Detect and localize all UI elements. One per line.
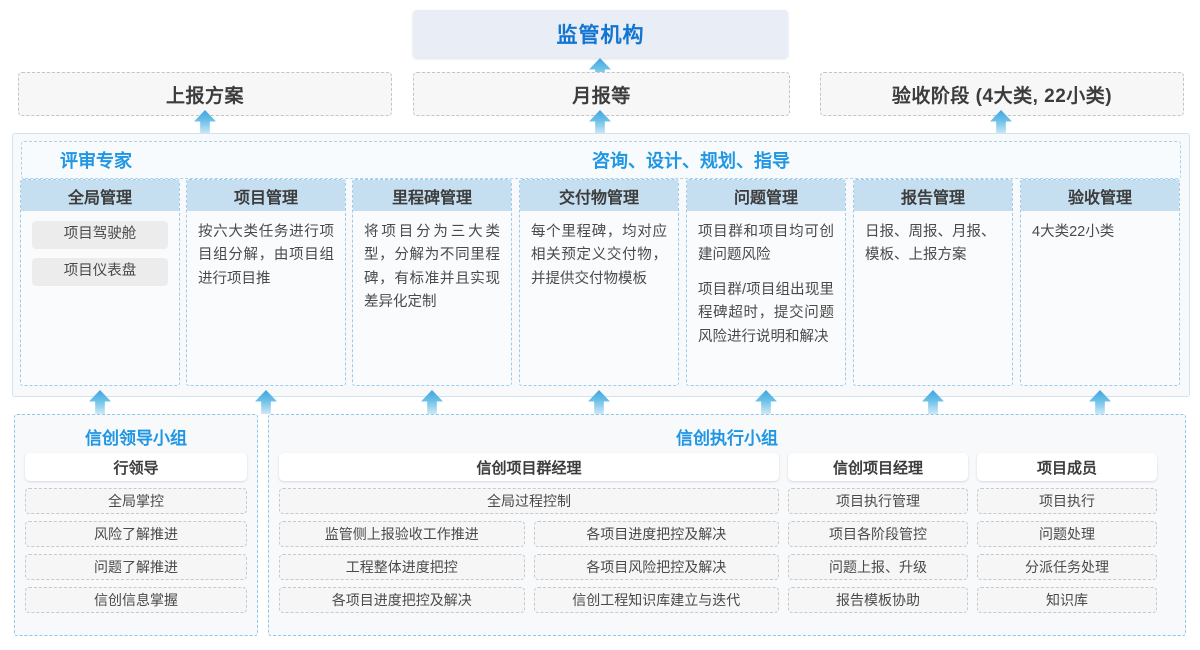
regulator-box: 监管机构 [413, 10, 788, 58]
leader-group-body: 行领导 全局掌控 风险了解推进 问题了解推进 信创信息掌握 [15, 453, 257, 613]
management-column-paragraph: 日报、周报、月报、模板、上报方案 [865, 224, 996, 264]
leader-group-panel: 信创领导小组 行领导 全局掌控 风险了解推进 问题了解推进 信创信息掌握 [14, 414, 258, 636]
feature-pill[interactable]: 项目仪表盘 [32, 258, 168, 286]
feature-pill[interactable]: 项目驾驶舱 [32, 221, 168, 249]
task-item[interactable]: 知识库 [977, 587, 1157, 613]
deliverable-box-report-plan: 上报方案 [18, 72, 392, 116]
task-item-global-process-control[interactable]: 全局过程控制 [279, 488, 779, 514]
consulting-panel-header: 评审专家 咨询、设计、规划、指导 [21, 141, 1181, 179]
management-column-title: 项目管理 [187, 180, 345, 211]
task-item[interactable]: 问题处理 [977, 521, 1157, 547]
consulting-services-label: 咨询、设计、规划、指导 [592, 151, 790, 171]
management-column-paragraph: 4大类22小类 [1032, 224, 1115, 240]
management-column-project[interactable]: 项目管理 按六大类任务进行项目组分解，由项目组进行项目推 [186, 179, 346, 386]
management-column-acceptance[interactable]: 验收管理 4大类22小类 [1020, 179, 1180, 386]
management-column-deliverable[interactable]: 交付物管理 每个里程碑，均对应相关预定义交付物，并提供交付物模板 [519, 179, 679, 386]
leader-group-title: 信创领导小组 [85, 429, 187, 448]
management-column-paragraph: 项目群/项目组出现里程碑超时，提交问题风险进行说明和解决 [698, 281, 834, 345]
management-column-paragraph: 将项目分为三大类型，分解为不同里程碑，有标准并且实现差异化定制 [364, 224, 500, 311]
management-column-body: 将项目分为三大类型，分解为不同里程碑，有标准并且实现差异化定制 [353, 211, 511, 323]
management-column-title: 验收管理 [1021, 180, 1179, 211]
task-item[interactable]: 信创信息掌握 [25, 587, 247, 613]
task-item[interactable]: 各项目进度把控及解决 [533, 521, 779, 547]
deliverable-box-monthly-report: 月报等 [413, 72, 790, 116]
management-column-paragraph: 每个里程碑，均对应相关预定义交付物，并提供交付物模板 [531, 224, 667, 287]
task-item[interactable]: 全局掌控 [25, 488, 247, 514]
management-column-body: 项目驾驶舱 项目仪表盘 [21, 211, 179, 303]
management-column-body: 4大类22小类 [1021, 211, 1179, 252]
task-item[interactable]: 各项目风险把控及解决 [533, 554, 779, 580]
task-item[interactable]: 项目各阶段管控 [788, 521, 968, 547]
management-column-title: 全局管理 [21, 180, 179, 211]
management-column-milestone[interactable]: 里程碑管理 将项目分为三大类型，分解为不同里程碑，有标准并且实现差异化定制 [352, 179, 512, 386]
management-column-paragraph: 按六大类任务进行项目组分解，由项目组进行项目推 [198, 224, 334, 287]
deliverable-label: 上报方案 [165, 85, 244, 107]
execution-group-title: 信创执行小组 [676, 429, 778, 448]
review-expert-label: 评审专家 [60, 151, 132, 171]
role-card-project-manager[interactable]: 信创项目经理 [788, 453, 968, 481]
deliverable-label: 验收阶段 (4大类, 22小类) [891, 85, 1113, 107]
regulator-title: 监管机构 [556, 24, 645, 47]
management-column-title: 里程碑管理 [353, 180, 511, 211]
task-item[interactable]: 风险了解推进 [25, 521, 247, 547]
role-card-bank-leader[interactable]: 行领导 [25, 453, 247, 481]
management-column-body: 按六大类任务进行项目组分解，由项目组进行项目推 [187, 211, 345, 299]
task-item[interactable]: 监管侧上报验收工作推进 [279, 521, 525, 547]
task-item[interactable]: 报告模板协助 [788, 587, 968, 613]
program-manager-task-col-right: 各项目进度把控及解决 各项目风险把控及解决 信创工程知识库建立与迭代 [533, 521, 779, 613]
task-item[interactable]: 分派任务处理 [977, 554, 1157, 580]
execution-group-body: 信创项目群经理 全局过程控制 监管侧上报验收工作推进 工程整体进度把控 各项目进… [269, 449, 1185, 613]
task-item[interactable]: 问题上报、升级 [788, 554, 968, 580]
project-manager-column: 信创项目经理 项目执行管理 项目各阶段管控 问题上报、升级 报告模板协助 [788, 449, 968, 613]
management-column-title: 报告管理 [854, 180, 1012, 211]
management-column-paragraph: 项目群和项目均可创建问题风险 [698, 224, 834, 264]
program-manager-task-col-left: 监管侧上报验收工作推进 工程整体进度把控 各项目进度把控及解决 [279, 521, 525, 613]
management-column-body: 项目群和项目均可创建问题风险 项目群/项目组出现里程碑超时，提交问题风险进行说明… [687, 211, 845, 357]
execution-group-panel: 信创执行小组 信创项目群经理 全局过程控制 监管侧上报验收工作推进 工程整体进度… [268, 414, 1186, 636]
task-item[interactable]: 问题了解推进 [25, 554, 247, 580]
role-card-program-manager[interactable]: 信创项目群经理 [279, 453, 779, 481]
task-item[interactable]: 信创工程知识库建立与迭代 [533, 587, 779, 613]
management-column-title: 交付物管理 [520, 180, 678, 211]
management-column-issue[interactable]: 问题管理 项目群和项目均可创建问题风险 项目群/项目组出现里程碑超时，提交问题风… [686, 179, 846, 386]
task-item[interactable]: 项目执行管理 [788, 488, 968, 514]
management-column-body: 日报、周报、月报、模板、上报方案 [854, 211, 1012, 276]
task-item[interactable]: 工程整体进度把控 [279, 554, 525, 580]
deliverable-box-acceptance-stage: 验收阶段 (4大类, 22小类) [820, 72, 1184, 116]
deliverable-label: 月报等 [572, 85, 631, 107]
management-column-title: 问题管理 [687, 180, 845, 211]
management-column-global[interactable]: 全局管理 项目驾驶舱 项目仪表盘 [20, 179, 180, 386]
task-item[interactable]: 项目执行 [977, 488, 1157, 514]
task-item[interactable]: 各项目进度把控及解决 [279, 587, 525, 613]
program-manager-task-grid: 监管侧上报验收工作推进 工程整体进度把控 各项目进度把控及解决 各项目进度把控及… [279, 521, 779, 613]
management-column-body: 每个里程碑，均对应相关预定义交付物，并提供交付物模板 [520, 211, 678, 299]
role-card-project-member[interactable]: 项目成员 [977, 453, 1157, 481]
management-column-report[interactable]: 报告管理 日报、周报、月报、模板、上报方案 [853, 179, 1013, 386]
project-member-column: 项目成员 项目执行 问题处理 分派任务处理 知识库 [977, 449, 1157, 613]
program-manager-column: 信创项目群经理 全局过程控制 监管侧上报验收工作推进 工程整体进度把控 各项目进… [279, 449, 779, 613]
